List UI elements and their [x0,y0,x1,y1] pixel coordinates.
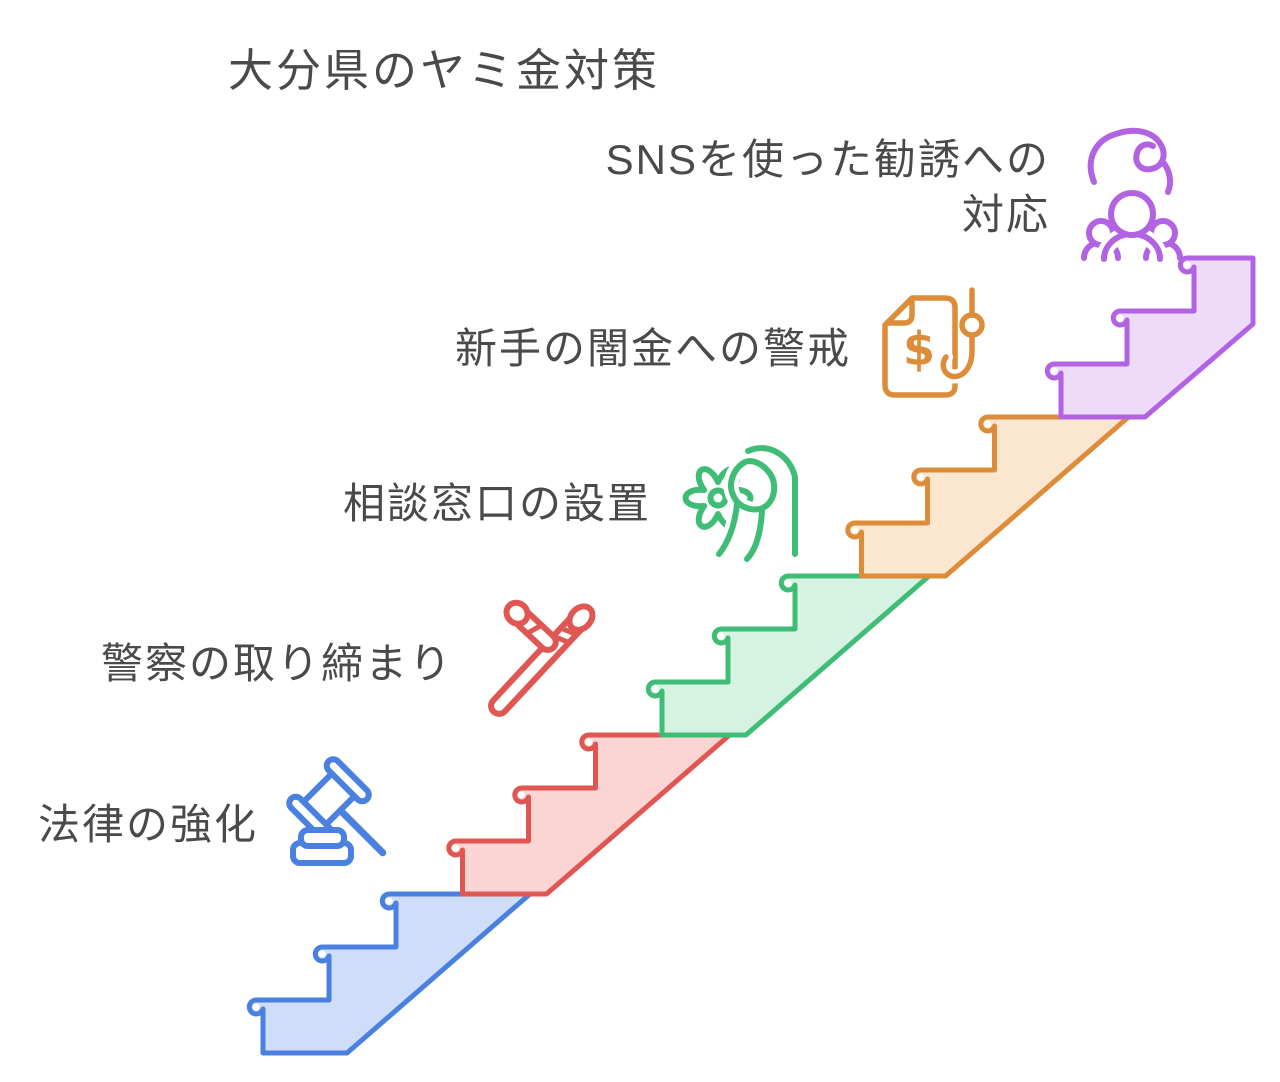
dollar-sign: $ [903,322,935,376]
step-label-sns-line1: SNSを使った勧誘への [605,136,1050,183]
gear-in-hand-icon [682,440,803,567]
police-baton-icon [488,599,596,717]
money-document-hook-icon: $ [882,283,985,398]
stair-section-police [446,732,732,897]
stair-section-law [246,891,533,1056]
step-label-sns: SNSを使った勧誘への 対応 [606,132,1050,243]
stair-section-newloan [845,414,1131,579]
step-label-police: 警察の取り締まり [101,640,454,687]
step-label-law: 法律の強化 [38,801,259,848]
gavel-icon [286,756,387,866]
step-label-consult: 相談窓口の設置 [343,480,652,527]
hand-over-people-icon [1081,123,1183,267]
stair-section-sns [1044,255,1256,420]
diagram-title: 大分県のヤミ金対策 [228,45,661,96]
step-label-newloan: 新手の闇金への警戒 [455,325,852,372]
stair-section-consult [645,573,932,738]
step-label-sns-line2: 対応 [961,191,1050,239]
